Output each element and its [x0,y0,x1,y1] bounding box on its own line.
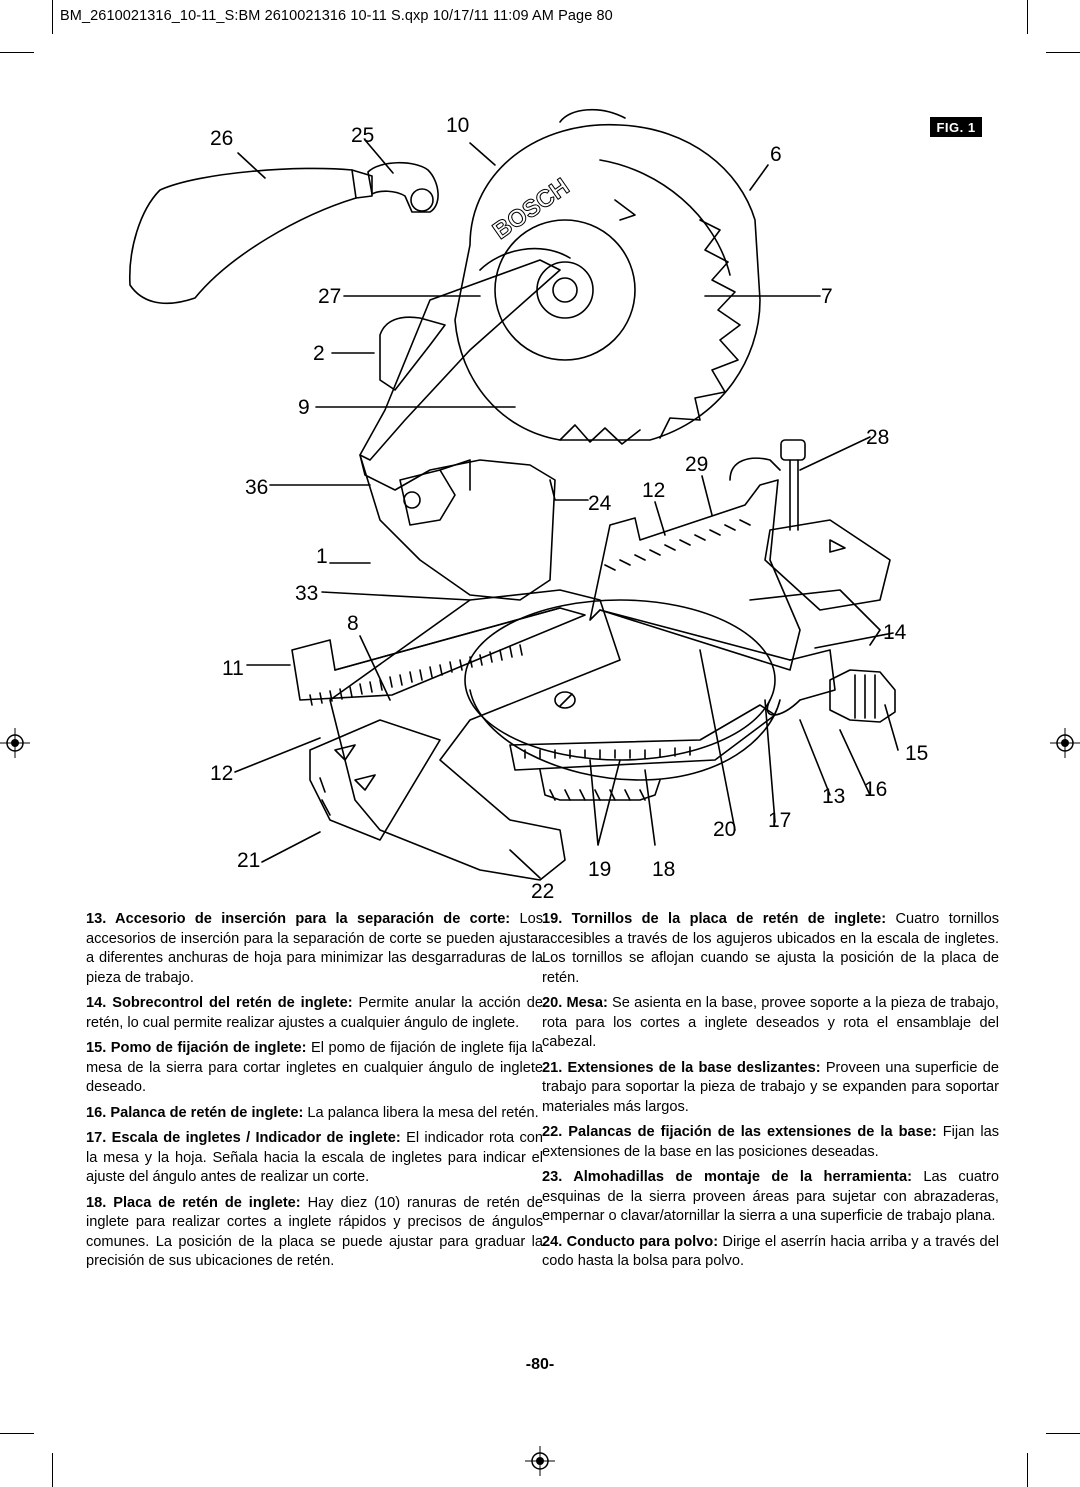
description-item: 23. Almohadillas de montaje de la herram… [542,1169,999,1224]
crop-mark [0,1433,34,1434]
description-item: 16. Palanca de retén de inglete: La pala… [86,1104,539,1121]
description-item: 14. Sobrecontrol del retén de inglete: P… [86,995,543,1031]
callout-10: 10 [446,114,469,137]
print-slug: BM_2610021316_10-11_S:BM 2610021316 10-1… [60,8,613,24]
description-item: 22. Palancas de fijación de las extensio… [542,1124,999,1160]
callout-24: 24 [588,492,612,515]
callout-21: 21 [237,849,260,872]
callout-13: 13 [822,785,845,808]
description-item: 13. Accesorio de inserción para la separ… [86,911,543,986]
callout-9: 9 [298,396,310,419]
callout-12: 12 [642,479,665,502]
miter-lock-knob [829,669,896,723]
crop-mark [1046,52,1080,53]
description-column-right: 19. Tornillos de la placa de retén de in… [542,910,999,1278]
callout-6: 6 [770,143,782,166]
callout-2: 2 [313,342,325,365]
crop-mark [0,52,34,53]
callout-33: 33 [295,582,318,605]
callout-18: 18 [652,858,675,881]
callout-29: 29 [685,453,708,476]
description-item: 18. Placa de retén de inglete: Hay diez … [86,1194,543,1270]
left-fence [291,607,586,701]
callout-17: 17 [768,809,791,832]
description-item: 17. Escala de ingletes / Indicador de in… [86,1130,543,1185]
callout-8: 8 [347,612,359,635]
crop-mark [1027,1453,1028,1487]
crop-mark [52,0,53,34]
registration-mark-icon [0,728,30,758]
callout-7: 7 [821,285,833,308]
crop-mark [1027,0,1028,34]
description-item: 21. Extensiones de la base deslizantes: … [542,1059,999,1115]
figure-label: FIG. 1 [930,117,982,137]
callout-26: 26 [210,127,233,150]
registration-mark-icon [1050,728,1080,758]
callout-19: 19 [588,858,611,881]
callout-15: 15 [905,742,928,765]
callout-25: 25 [351,124,374,147]
description-column-left: 13. Accesorio de inserción para la separ… [86,910,543,1278]
description-item: 24. Conducto para polvo: Dirige el aserr… [542,1233,1000,1270]
callout-20: 20 [713,818,736,841]
callout-22: 22 [531,880,554,900]
description-item: 19. Tornillos de la placa de retén de in… [542,911,999,986]
description-item: 20. Mesa: Se asienta en la base, provee … [542,995,999,1050]
description-item: 15. Pomo de fijación de inglete: El pomo… [86,1040,543,1095]
dust-bag [128,167,357,305]
dust-elbow [367,161,439,213]
blade-guard [454,123,761,441]
callout-12-left: 12 [210,762,233,785]
miter-scale [509,704,776,771]
callout-16: 16 [864,778,887,801]
base-extension [309,719,441,841]
callout-1: 1 [316,545,328,568]
brand-logo: BOSCH [488,173,574,245]
miter-saw-diagram: BOSCH [128,108,928,900]
right-fence [589,479,801,671]
handle [379,316,446,391]
registration-mark-icon [525,1446,555,1476]
crop-mark [52,1453,53,1487]
callout-11: 11 [222,657,244,680]
callout-14: 14 [883,621,907,644]
crop-mark [1046,1433,1080,1434]
page-number: -80- [525,1356,555,1373]
callout-28: 28 [866,426,889,449]
callout-27: 27 [318,285,341,308]
callout-36: 36 [245,476,268,499]
